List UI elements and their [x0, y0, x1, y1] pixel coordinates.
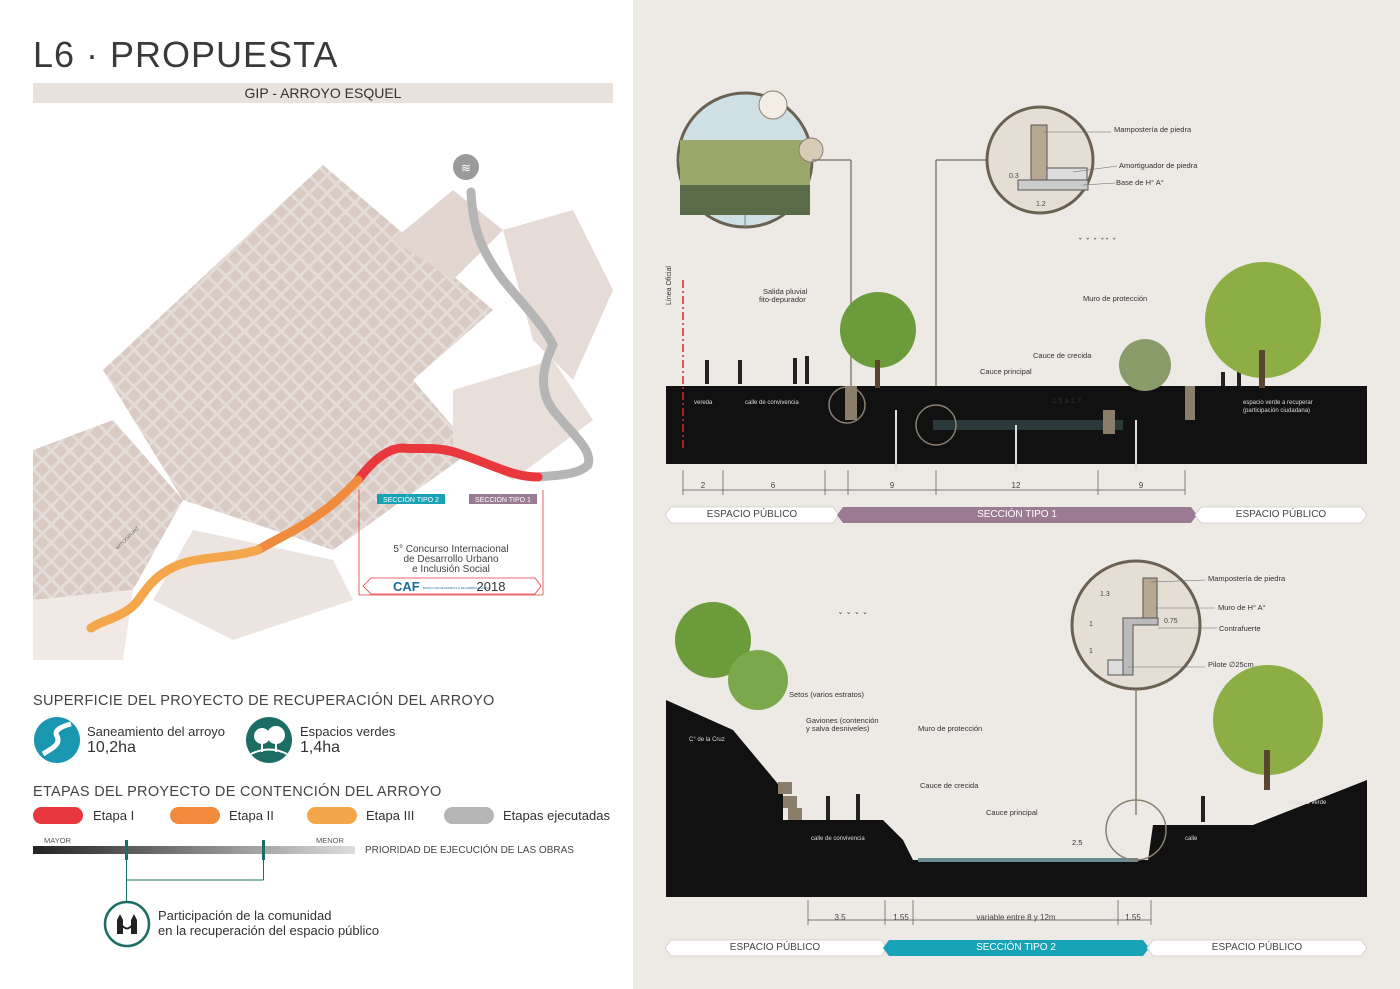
section-2-band-mid-shape [883, 940, 1149, 956]
stage-3-chip [307, 807, 357, 824]
tree-5 [728, 650, 788, 710]
section-1-band-right-shape [1194, 506, 1368, 524]
community-line1: Participación de la comunidad [158, 908, 332, 923]
svg-text:0.75: 0.75 [1164, 618, 1178, 625]
priority-gradient-bar [33, 846, 355, 854]
stage-1-label: Etapa I [93, 808, 135, 823]
svg-text:≋: ≋ [461, 161, 471, 175]
svg-text:de Desarrollo Urbano: de Desarrollo Urbano [403, 554, 498, 565]
linea-oficial-label: Línea Oficial [666, 266, 673, 305]
hands-icon [103, 900, 151, 948]
section-2-drawing: 1.3 1 0.75 1 ˇ ˇ ˇ ˇ [664, 559, 1368, 957]
birds-icon: ˇ ˇ ˇ ˇˇ ˇ [1078, 237, 1116, 248]
tree-6 [1213, 665, 1323, 775]
city-map: ≋ MITOGRUNZ SECCIÓN TIPO 2 SECCIÓN TIPO … [33, 154, 613, 660]
svg-text:SECCIÓN TIPO 2: SECCIÓN TIPO 2 [383, 495, 439, 504]
tree-1 [840, 292, 916, 368]
stage-executed-label: Etapas ejecutadas [503, 808, 610, 823]
stream-stage-1 [353, 443, 543, 485]
stage-1-chip [33, 807, 83, 824]
gabions [778, 782, 802, 820]
tree-2 [1119, 339, 1171, 391]
pilots [895, 410, 1137, 470]
svg-text:1.55: 1.55 [1125, 913, 1141, 922]
svg-text:6: 6 [771, 481, 776, 490]
surface-heading: SUPERFICIE DEL PROYECTO DE RECUPERACIÓN … [33, 693, 495, 709]
svg-text:variable entre 8 y 12m: variable entre 8 y 12m [976, 913, 1055, 922]
svg-text:9: 9 [890, 481, 895, 490]
community-line2: en la recuperación del espacio público [158, 923, 380, 938]
priority-major: MAYOR [44, 836, 71, 845]
section-2-band-left: ESPACIO PÚBLICO [729, 942, 821, 953]
section-2-tag [377, 494, 445, 504]
stage-executed-chip [444, 807, 494, 824]
section-1-drawing: 0.3 1.2 ˇ ˇ ˇ ˇˇ ˇ [664, 90, 1368, 524]
svg-text:BANCO DE DESARROLLO DE AMÉRICA: BANCO DE DESARROLLO DE AMÉRICA LATINA [423, 585, 490, 590]
trees-icon [246, 717, 292, 763]
water-plant-icon [453, 154, 479, 180]
stage-2-chip [170, 807, 220, 824]
surface-label-1: Espacios verdes [300, 724, 396, 739]
city-block-main [103, 165, 493, 550]
svg-text:5° Concurso Internacional: 5° Concurso Internacional [393, 544, 508, 555]
priority-bracket [125, 840, 265, 902]
city-block-west [33, 420, 183, 600]
surface-value-0: 10,2ha [87, 739, 136, 756]
section-1-tag [469, 494, 537, 504]
section-2-band-mid: SECCIÓN TIPO 2 [976, 942, 1056, 953]
svg-text:12: 12 [1012, 481, 1021, 490]
section-2-band-right-shape [1146, 939, 1368, 957]
section-1-band-left: ESPACIO PÚBLICO [706, 509, 798, 520]
svg-text:9: 9 [1139, 481, 1144, 490]
people-figures [705, 356, 1241, 386]
page-subtitle: GIP - ARROYO ESQUEL [33, 83, 613, 103]
surface-value-1: 1,4ha [300, 739, 341, 756]
stages-heading: ETAPAS DEL PROYECTO DE CONTENCIÓN DEL AR… [33, 784, 442, 800]
people-figures-2 [826, 794, 1205, 822]
tree-4 [675, 602, 751, 678]
stream-stage-2 [253, 475, 363, 555]
svg-text:1.3: 1.3 [1100, 591, 1110, 598]
surface-label-0: Saneamiento del arroyo [87, 724, 226, 739]
left-panel: L6 · PROPUESTA GIP - ARROYO ESQUEL ≋ MIT… [0, 0, 633, 989]
city-block-east [503, 210, 613, 380]
section-2-band-right: ESPACIO PÚBLICO [1211, 942, 1303, 953]
svg-text:1.2: 1.2 [1036, 201, 1046, 208]
svg-text:e Inclusión Social: e Inclusión Social [412, 564, 490, 575]
svg-text:0.3: 0.3 [1009, 173, 1019, 180]
svg-text:SECCIÓN TIPO 1: SECCIÓN TIPO 1 [475, 495, 531, 504]
priority-label: PRIORIDAD DE EJECUCIÓN DE LAS OBRAS [365, 845, 574, 856]
page-title: L6 · PROPUESTA [33, 34, 339, 75]
svg-text:3.5: 3.5 [834, 913, 846, 922]
section-1-band-left-shape [664, 506, 840, 524]
svg-text:1.55: 1.55 [893, 913, 909, 922]
bird-icon [758, 90, 788, 120]
section-1-band-right: ESPACIO PÚBLICO [1235, 509, 1327, 520]
svg-text:1: 1 [1089, 648, 1093, 655]
stream-stage-3 [86, 545, 263, 633]
caf-logo: CAF [393, 579, 420, 594]
tree-3 [1205, 262, 1321, 378]
section-1-band-mid: SECCIÓN TIPO 1 [977, 509, 1057, 520]
section-2-band-left-shape [664, 939, 888, 957]
birds-icon-2: ˇ ˇ ˇ ˇ [838, 611, 868, 623]
svg-text:1: 1 [1089, 621, 1093, 628]
stage-3-label: Etapa III [366, 808, 415, 823]
priority-minor: MENOR [316, 836, 344, 845]
city-block-sw [33, 590, 133, 660]
contest-year: 2018 [477, 579, 506, 594]
section-1-band-mid-shape [837, 507, 1197, 523]
city-block-se [453, 360, 593, 480]
right-panel: 0.3 1.2 ˇ ˇ ˇ ˇˇ ˇ [633, 0, 1400, 989]
stage-2-label: Etapa II [229, 808, 274, 823]
stream-executed [466, 187, 594, 482]
stream-icon [34, 717, 80, 763]
svg-text:2: 2 [701, 481, 706, 490]
